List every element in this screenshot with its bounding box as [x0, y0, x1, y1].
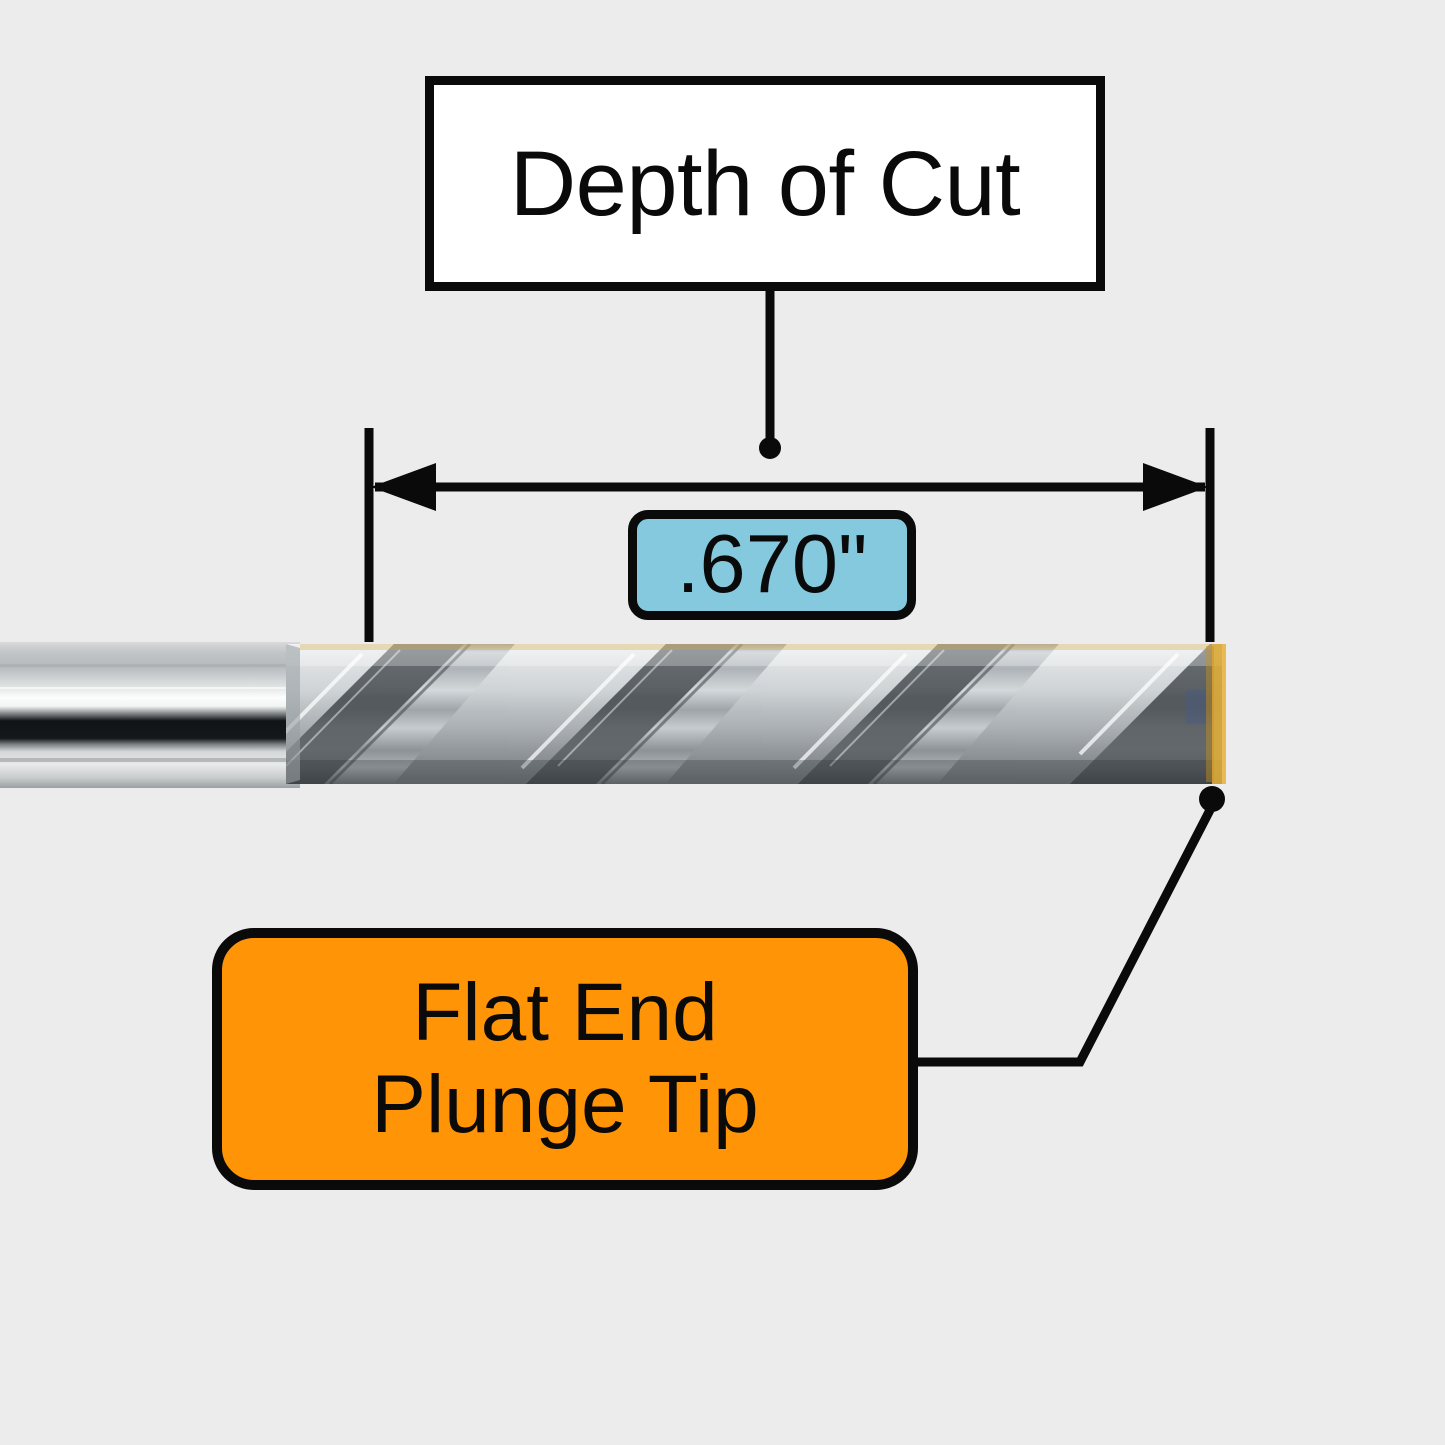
flat-end-tip-leader: [918, 786, 1225, 1067]
dimension-line: [371, 463, 1208, 511]
dimension-value-label: .670": [676, 516, 868, 610]
flat-end-plunge-tip-callout: Flat End Plunge Tip: [212, 928, 918, 1190]
depth-of-cut-leader: [759, 288, 781, 459]
depth-of-cut-label: Depth of Cut: [509, 132, 1021, 235]
dimension-value-badge: .670": [628, 510, 916, 620]
flat-end-label-line-2: Plunge Tip: [371, 1059, 759, 1150]
depth-of-cut-callout: Depth of Cut: [425, 76, 1105, 291]
flat-end-label-line-1: Flat End: [412, 967, 718, 1059]
endmill-photo: [0, 642, 1226, 788]
